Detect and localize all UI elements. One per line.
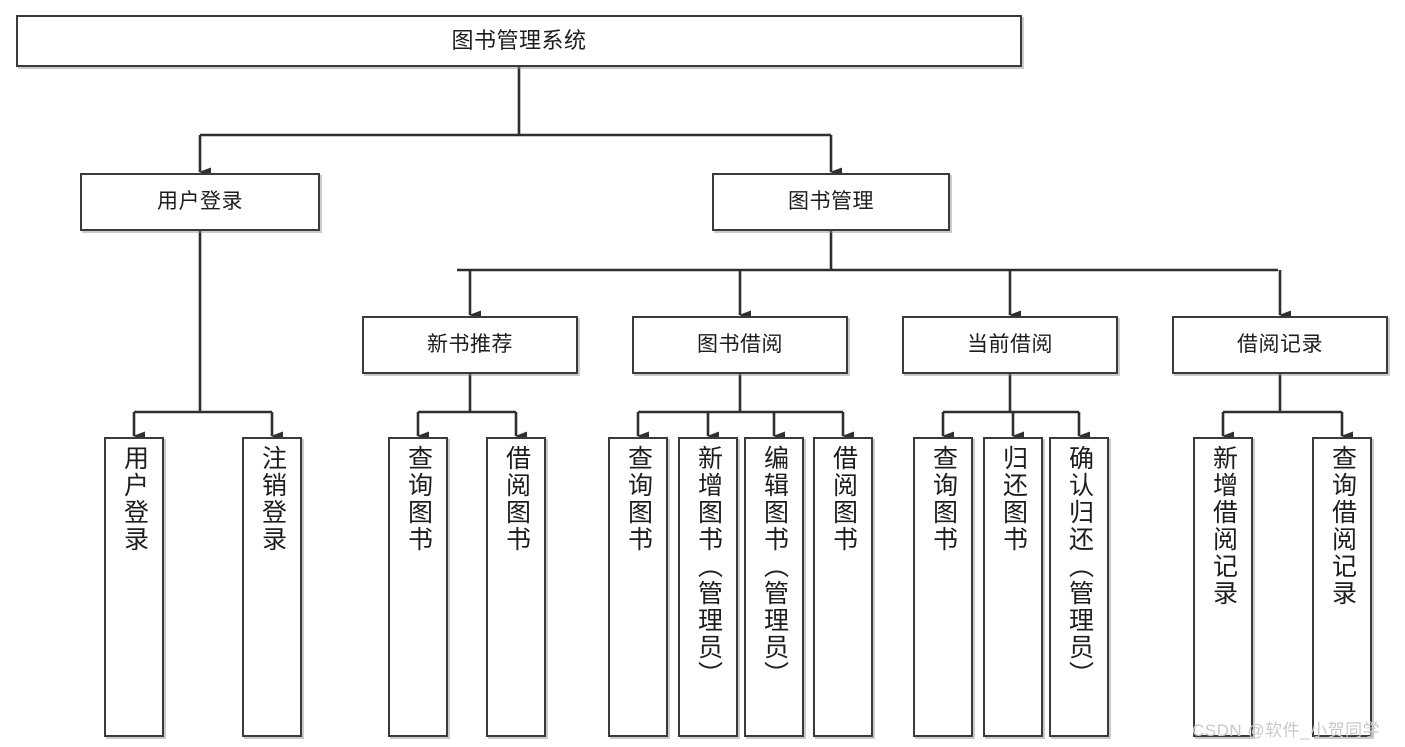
node-current-borrow[interactable]: 当前借阅 xyxy=(902,316,1118,374)
node-label: 借阅图书 xyxy=(829,445,858,553)
node-label: 图书管理 xyxy=(788,189,874,213)
node-label: 新增图书（管理员） xyxy=(694,445,723,688)
node-borrow-record[interactable]: 借阅记录 xyxy=(1172,316,1388,374)
node-label: 注销登录 xyxy=(258,445,287,553)
node-label: 用户登录 xyxy=(120,445,149,553)
node-book-manage[interactable]: 图书管理 xyxy=(712,173,950,231)
node-label: 查询图书 xyxy=(929,445,958,553)
node-leaf-borrow-book-2[interactable]: 借阅图书 xyxy=(813,437,873,737)
node-label: 图书借阅 xyxy=(697,332,783,356)
node-label: 图书管理系统 xyxy=(451,28,587,54)
node-leaf-query-book-2[interactable]: 查询图书 xyxy=(608,437,668,737)
node-label: 用户登录 xyxy=(157,189,243,213)
node-label: 查询借阅记录 xyxy=(1328,445,1357,607)
node-leaf-query-record[interactable]: 查询借阅记录 xyxy=(1312,437,1372,737)
node-label: 查询图书 xyxy=(404,445,433,553)
node-leaf-query-book-1[interactable]: 查询图书 xyxy=(388,437,448,737)
node-leaf-add-book[interactable]: 新增图书（管理员） xyxy=(678,437,738,737)
node-leaf-confirm-ret[interactable]: 确认归还（管理员） xyxy=(1049,437,1109,737)
node-label: 当前借阅 xyxy=(967,332,1053,356)
node-label: 编辑图书（管理员） xyxy=(760,445,789,688)
node-label: 借阅图书 xyxy=(502,445,531,553)
node-root[interactable]: 图书管理系统 xyxy=(16,15,1022,67)
node-label: 新增借阅记录 xyxy=(1209,445,1238,607)
node-label: 新书推荐 xyxy=(427,332,513,356)
node-user-login[interactable]: 用户登录 xyxy=(80,173,320,231)
node-leaf-edit-book[interactable]: 编辑图书（管理员） xyxy=(744,437,804,737)
node-leaf-add-record[interactable]: 新增借阅记录 xyxy=(1193,437,1253,737)
node-label: 归还图书 xyxy=(999,445,1028,553)
node-label: 确认归还（管理员） xyxy=(1065,445,1094,688)
node-label: 借阅记录 xyxy=(1237,332,1323,356)
node-leaf-return-book[interactable]: 归还图书 xyxy=(983,437,1043,737)
node-new-book-rec[interactable]: 新书推荐 xyxy=(362,316,578,374)
node-leaf-logout[interactable]: 注销登录 xyxy=(242,437,302,737)
node-leaf-query-book-3[interactable]: 查询图书 xyxy=(913,437,973,737)
csdn-watermark: CSDN @软件_小贺同学 xyxy=(1192,721,1381,740)
node-book-borrow[interactable]: 图书借阅 xyxy=(632,316,848,374)
node-leaf-user-login[interactable]: 用户登录 xyxy=(104,437,164,737)
node-leaf-borrow-book-1[interactable]: 借阅图书 xyxy=(486,437,546,737)
node-label: 查询图书 xyxy=(624,445,653,553)
